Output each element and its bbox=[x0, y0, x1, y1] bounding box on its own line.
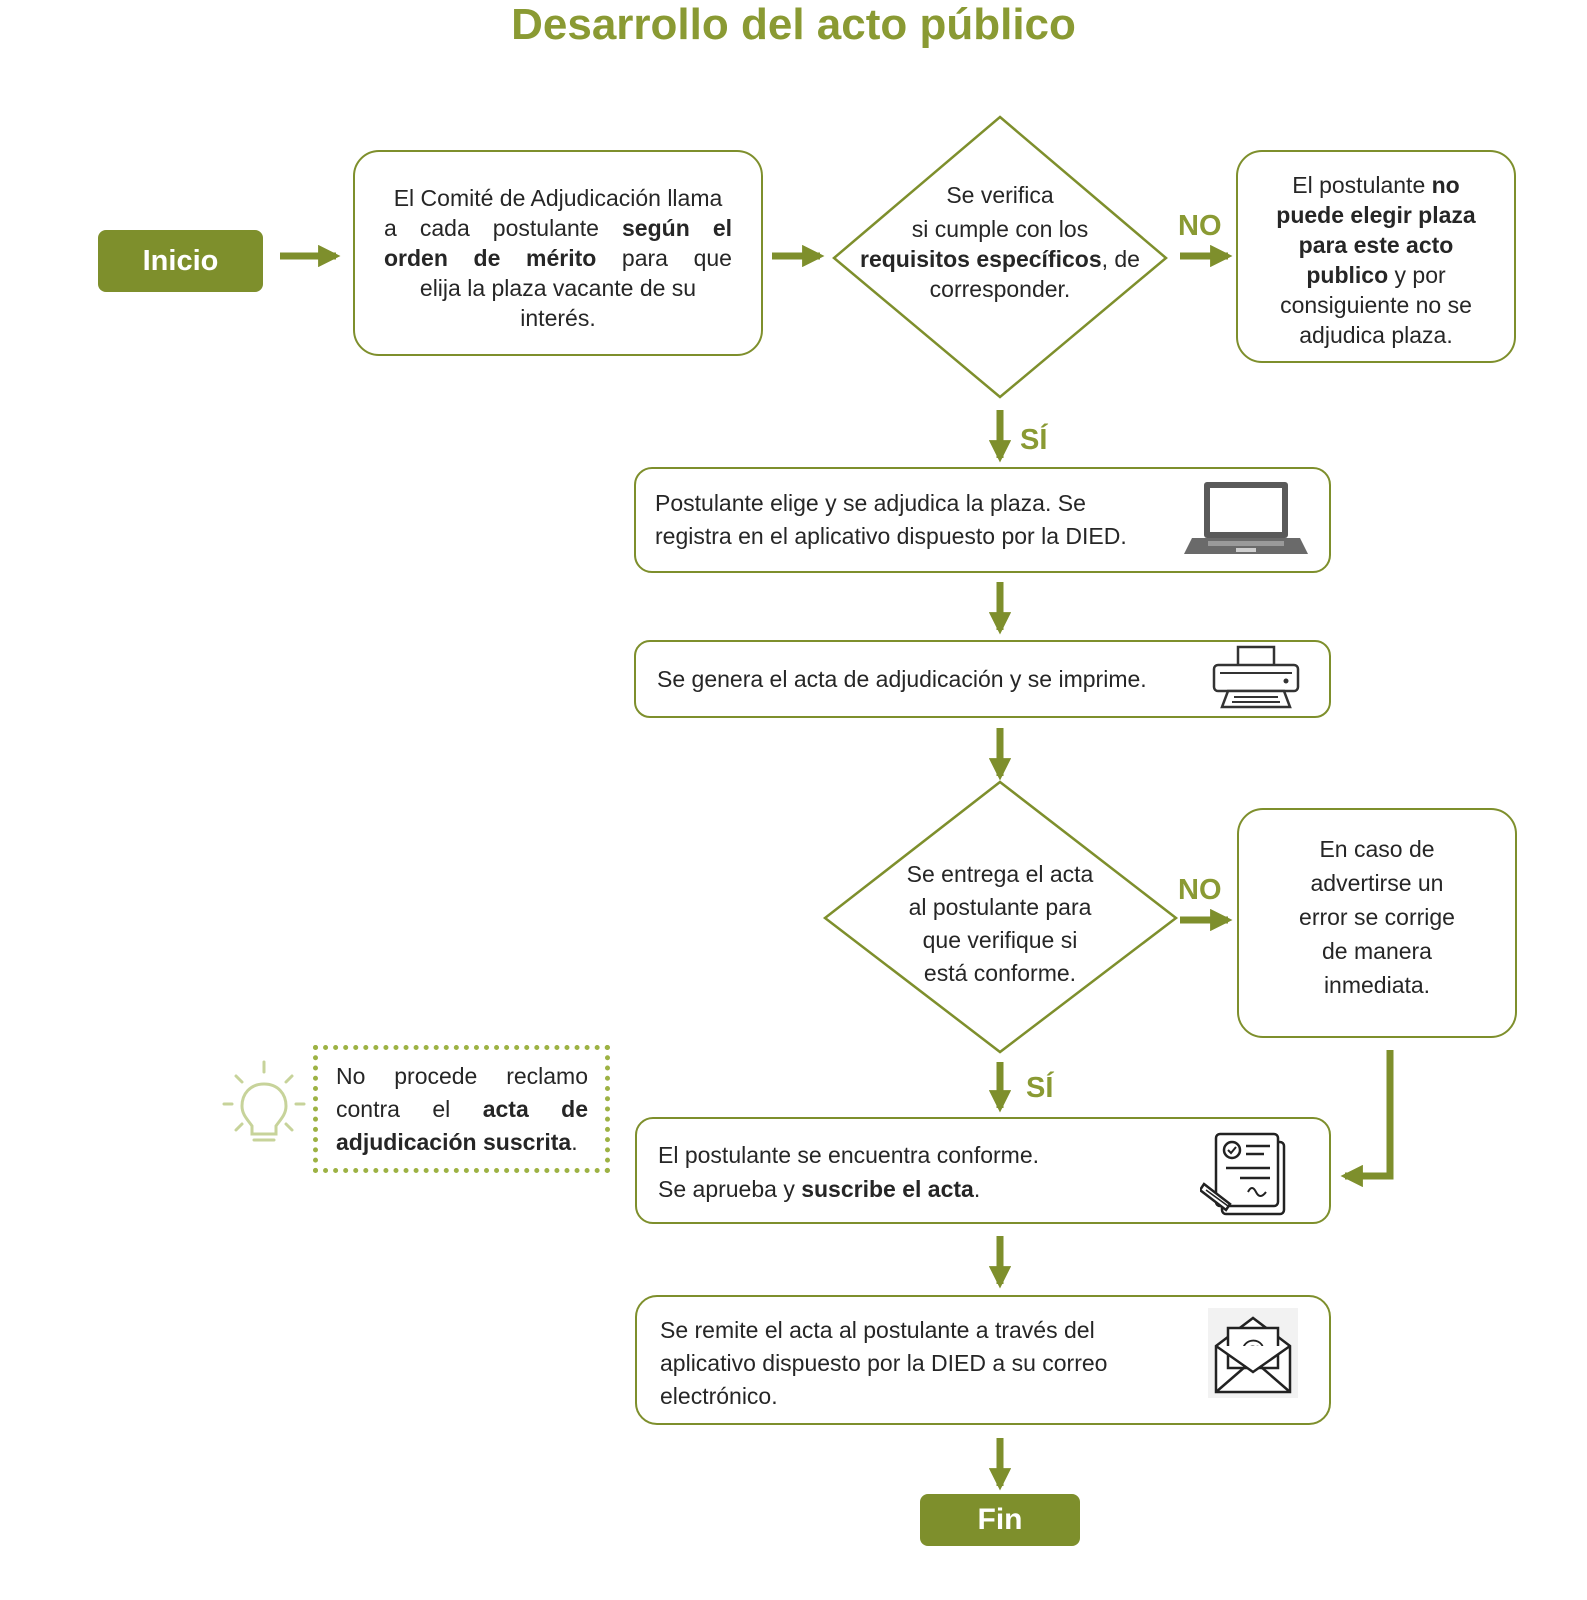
note-text: No procede reclamo contra el acta de adj… bbox=[336, 1063, 589, 1155]
decision-requirements-shape bbox=[832, 115, 1168, 399]
signed-document-icon bbox=[1200, 1132, 1286, 1216]
error-fix-text: En caso de advertirse un error se corrig… bbox=[1299, 836, 1455, 998]
start-label: Inicio bbox=[142, 244, 219, 277]
no-place-text: El postulante no puede elegir plaza para… bbox=[1276, 172, 1476, 348]
label-si-2: SÍ bbox=[1026, 1072, 1054, 1104]
step-send-text: Se remite el acta al postulante a través… bbox=[660, 1317, 1108, 1409]
step-approve-text: El postulante se encuentra conforme. Se … bbox=[658, 1142, 1040, 1202]
lightbulb-icon bbox=[222, 1060, 306, 1142]
step-call-box bbox=[353, 150, 763, 356]
arrow-errorfix-to-approve bbox=[1340, 1050, 1394, 1188]
decision-delivery-text: Se entrega el acta al postulante para qu… bbox=[906, 861, 1094, 986]
step-register-text: Postulante elige y se adjudica la plaza.… bbox=[655, 490, 1127, 549]
no-place-box bbox=[1236, 150, 1516, 363]
email-icon: @ bbox=[1208, 1308, 1298, 1398]
end-label: Fin bbox=[977, 1503, 1023, 1536]
decision-requirements-text: Se verifica si cumple con los requisitos… bbox=[860, 182, 1140, 302]
step-print-text: Se genera el acta de adjudicación y se i… bbox=[657, 666, 1147, 692]
label-si-1: SÍ bbox=[1020, 424, 1048, 456]
label-no-2: NO bbox=[1178, 874, 1222, 906]
note-box bbox=[313, 1045, 610, 1173]
decision-delivery-shape bbox=[822, 780, 1179, 1054]
page-title: Desarrollo del acto público bbox=[511, 0, 1076, 49]
printer-icon bbox=[1212, 645, 1300, 709]
laptop-icon bbox=[1184, 482, 1308, 554]
start-terminal: Inicio bbox=[98, 230, 263, 292]
end-terminal: Fin bbox=[920, 1494, 1080, 1546]
error-fix-box bbox=[1237, 808, 1517, 1038]
label-no-1: NO bbox=[1178, 210, 1222, 242]
step-call-text: El Comité de Adjudicación llama a cada p… bbox=[384, 185, 732, 331]
